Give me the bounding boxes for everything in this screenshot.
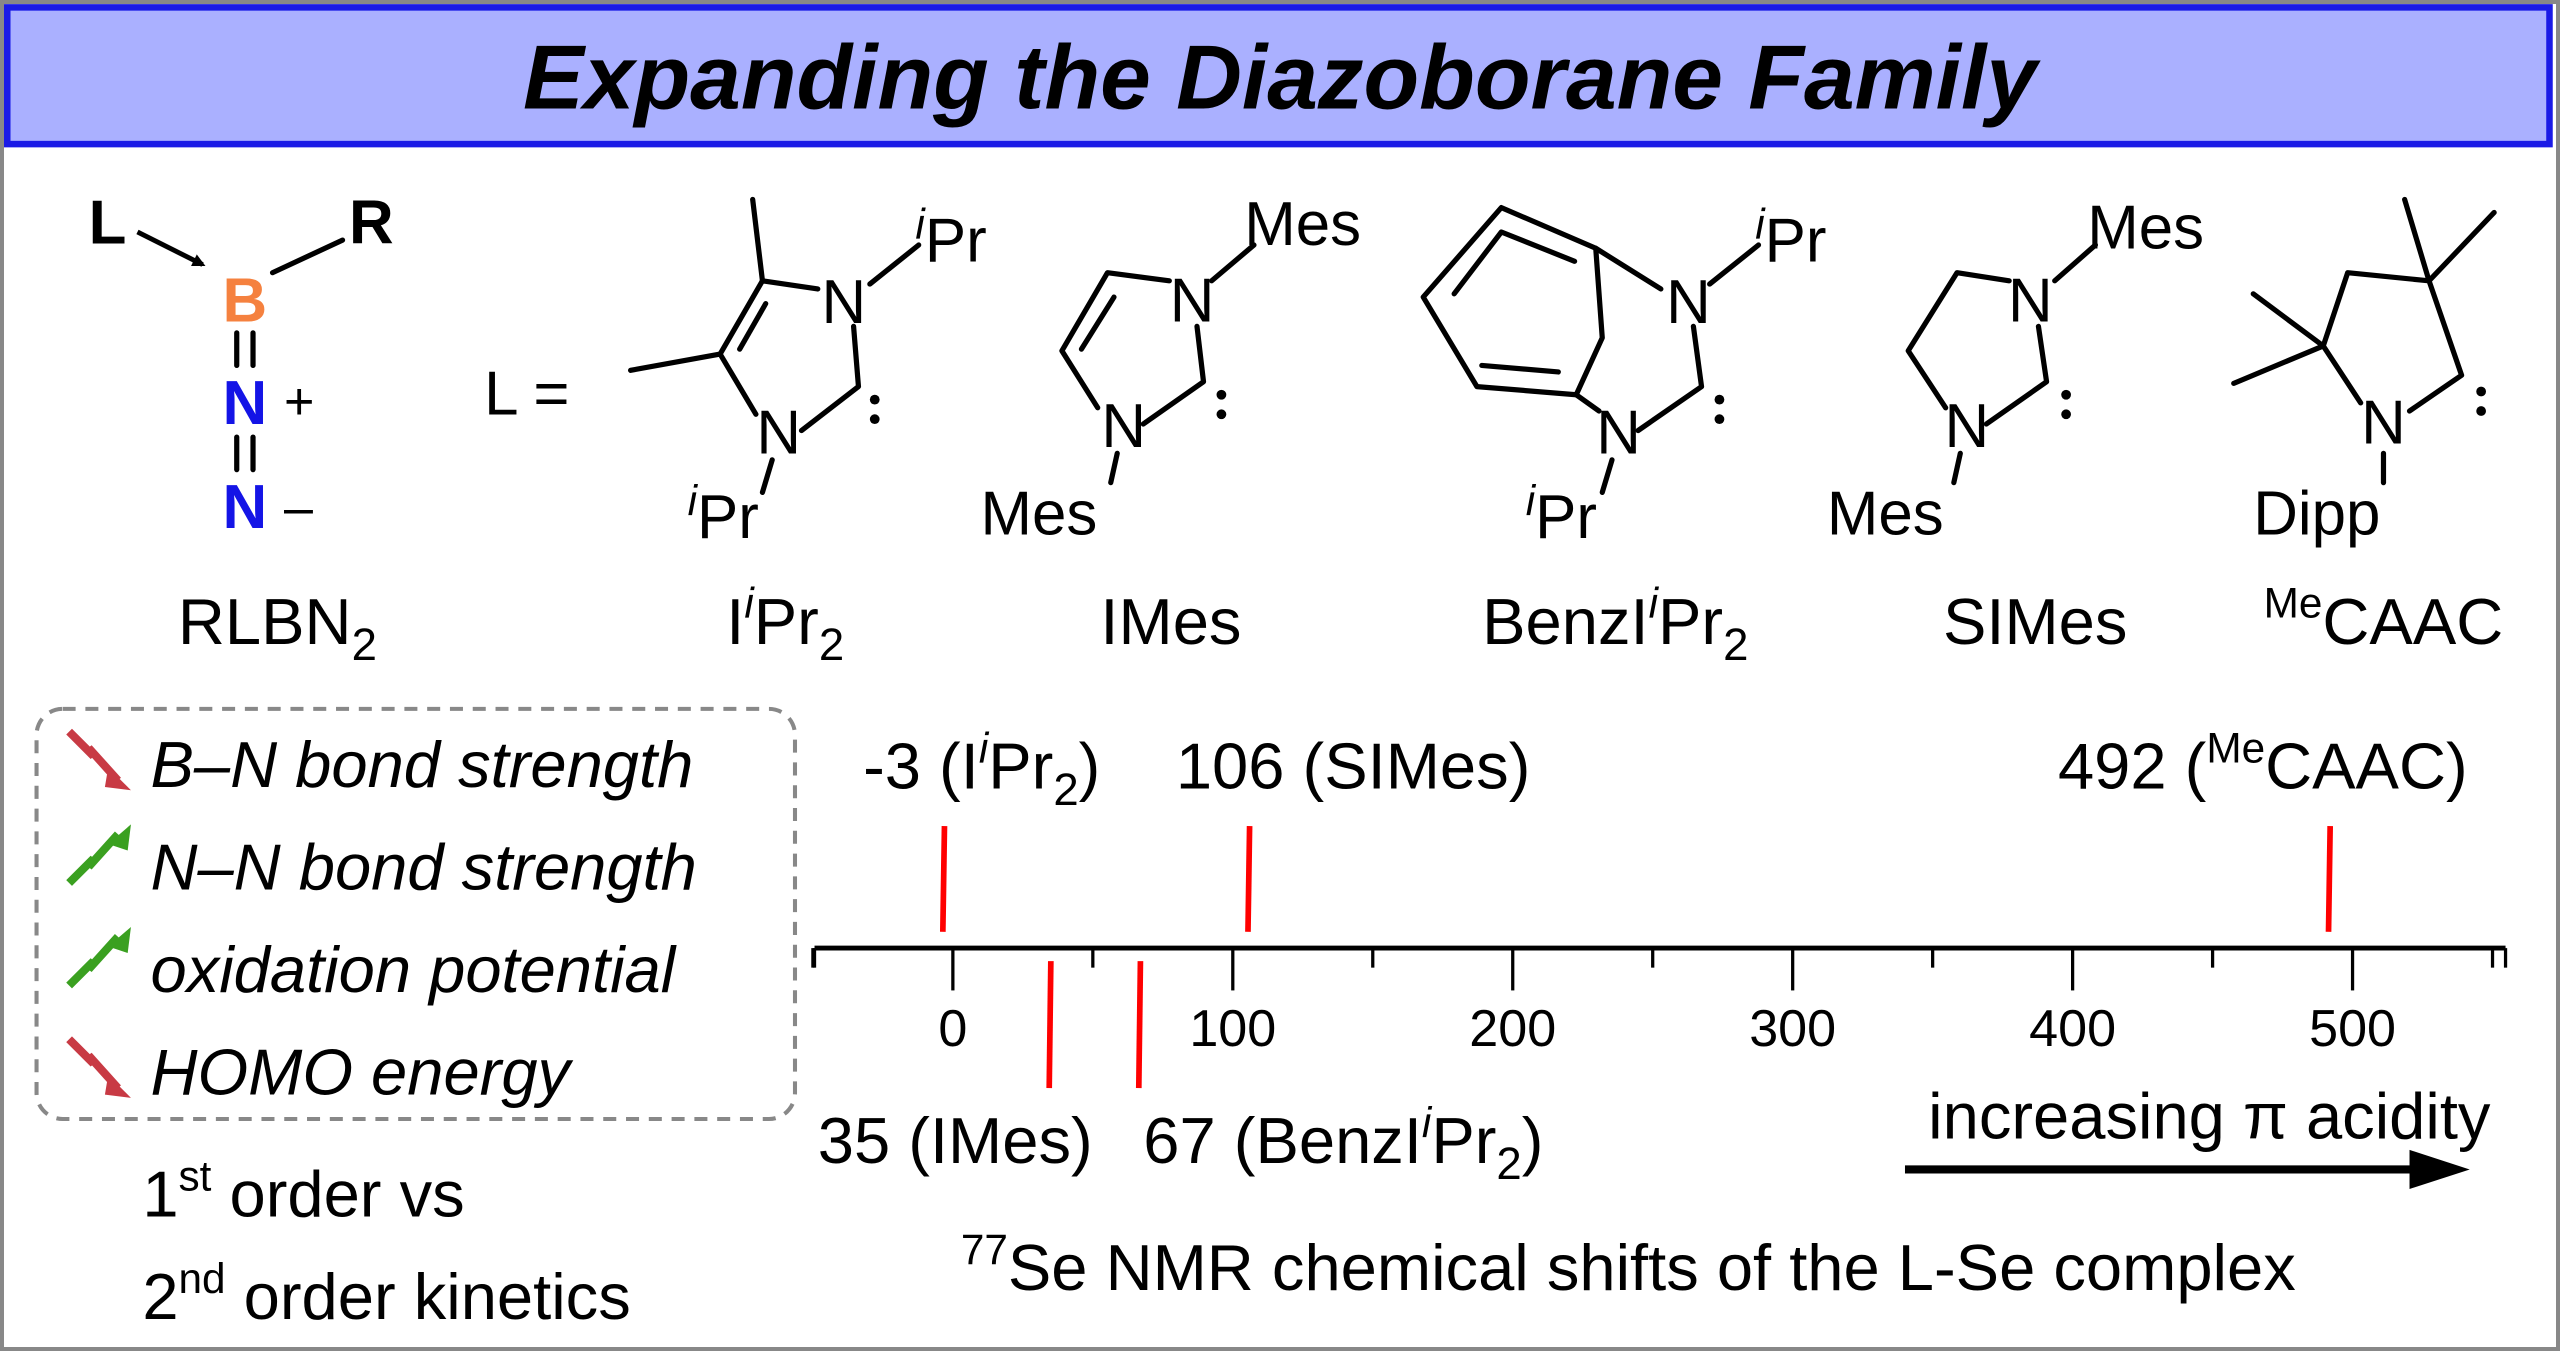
tick-label: 500 <box>2309 1000 2396 1058</box>
ligand-iipr2: N N iPr iPr IiPr2 <box>628 196 987 670</box>
trend-label: oxidation potential <box>150 933 676 1006</box>
svg-text:Mes: Mes <box>1244 190 1361 259</box>
svg-text:Mes: Mes <box>2087 193 2204 262</box>
shift-label: 67 (BenzIiPr2) <box>1143 1099 1543 1189</box>
shift-label: 106 (SIMes) <box>1176 730 1531 803</box>
ligand-mecaac: N Dipp MeCAAC <box>2231 196 2504 658</box>
svg-text:N: N <box>1666 268 1711 337</box>
shift-label: 492 (MeCAAC) <box>2058 725 2468 803</box>
shift-stick <box>1046 961 1054 1089</box>
title-bar <box>4 4 2553 148</box>
shift-stick <box>2325 826 2334 932</box>
chart-caption: 77Se NMR chemical shifts of the L-Se com… <box>961 1226 2296 1304</box>
svg-text:N: N <box>1944 392 1989 461</box>
tick-label: 300 <box>1749 1000 1836 1058</box>
ligand-prefix: L = <box>484 359 569 428</box>
svg-text:N: N <box>756 398 801 467</box>
down-arrow-icon <box>66 1036 131 1098</box>
general-structure: L B R N + N – RLBN2 <box>89 188 394 670</box>
trend-label: HOMO energy <box>150 1036 573 1109</box>
nitrogen-atom-2: N <box>223 473 268 542</box>
shift-stick <box>1245 826 1253 932</box>
acidity-label: increasing π acidity <box>1928 1080 2491 1153</box>
trend-label: N–N bond strength <box>150 831 696 904</box>
svg-text:iPr: iPr <box>688 477 759 552</box>
svg-text:N: N <box>1596 398 1641 467</box>
page-title: Expanding the Diazoborane Family <box>523 26 2041 128</box>
ligand-name-iipr2: IiPr2 <box>726 580 844 670</box>
shift-stick <box>1135 961 1144 1089</box>
shift-stick <box>939 826 948 932</box>
ligand-name-simes: SIMes <box>1943 585 2127 658</box>
svg-text:N: N <box>821 268 866 337</box>
svg-text:Mes: Mes <box>1827 480 1944 549</box>
down-arrow-icon <box>66 728 131 791</box>
shift-label: -3 (IiPr2) <box>863 725 1100 815</box>
kinetics-line-2: 2nd order kinetics <box>142 1255 630 1333</box>
ligand-name-imes: IMes <box>1100 585 1241 658</box>
general-structure-name: RLBN2 <box>178 585 377 670</box>
svg-text:iPr: iPr <box>1526 477 1597 552</box>
tick-label: 100 <box>1189 1000 1276 1058</box>
ligand-atom-L: L <box>89 188 127 257</box>
shift-label: 35 (IMes) <box>818 1104 1093 1177</box>
ligand-name-mecaac: MeCAAC <box>2264 580 2504 658</box>
tick-label: 200 <box>1469 1000 1556 1058</box>
svg-text:N: N <box>1170 267 1215 336</box>
svg-text:iPr: iPr <box>915 201 986 276</box>
svg-text:Mes: Mes <box>981 480 1098 549</box>
svg-text:N: N <box>1101 392 1146 461</box>
ligand-name-benzipr2: BenzIiPr2 <box>1482 580 1748 670</box>
trends-box <box>34 706 798 1122</box>
substituent-R: R <box>349 188 394 257</box>
svg-text:N: N <box>2361 389 2406 458</box>
minus-charge: – <box>284 479 313 537</box>
boron-atom: B <box>223 267 268 336</box>
b-r-bond <box>269 237 346 276</box>
dative-arrow <box>136 229 206 267</box>
ligand-simes: N N Mes Mes SIMes <box>1827 193 2204 657</box>
svg-text:N: N <box>2008 267 2053 336</box>
up-arrow-icon <box>66 824 131 886</box>
svg-text:Dipp: Dipp <box>2253 480 2380 549</box>
plus-charge: + <box>284 373 314 431</box>
ligand-imes: N N Mes Mes IMes <box>981 190 1361 658</box>
kinetics-line-1: 1st order vs <box>142 1153 464 1231</box>
nmr-shift-axis: 0 100 200 300 400 500 -3 (IiPr2) 106 (SIMes) 492… <box>811 725 2508 1189</box>
ligand-benzipr2: N N iPr iPr BenzIiPr2 <box>1420 201 1826 670</box>
nitrogen-atom-1: N <box>223 369 268 438</box>
diagram-canvas: Expanding the Diazoborane Family L B R N… <box>4 4 2553 1333</box>
trend-label: B–N bond strength <box>150 728 693 801</box>
svg-text:iPr: iPr <box>1755 201 1826 276</box>
tick-label: 400 <box>2029 1000 2116 1058</box>
acidity-arrow-head <box>2409 1149 2470 1189</box>
up-arrow-icon <box>66 926 131 989</box>
tick-label: 0 <box>938 1000 967 1058</box>
